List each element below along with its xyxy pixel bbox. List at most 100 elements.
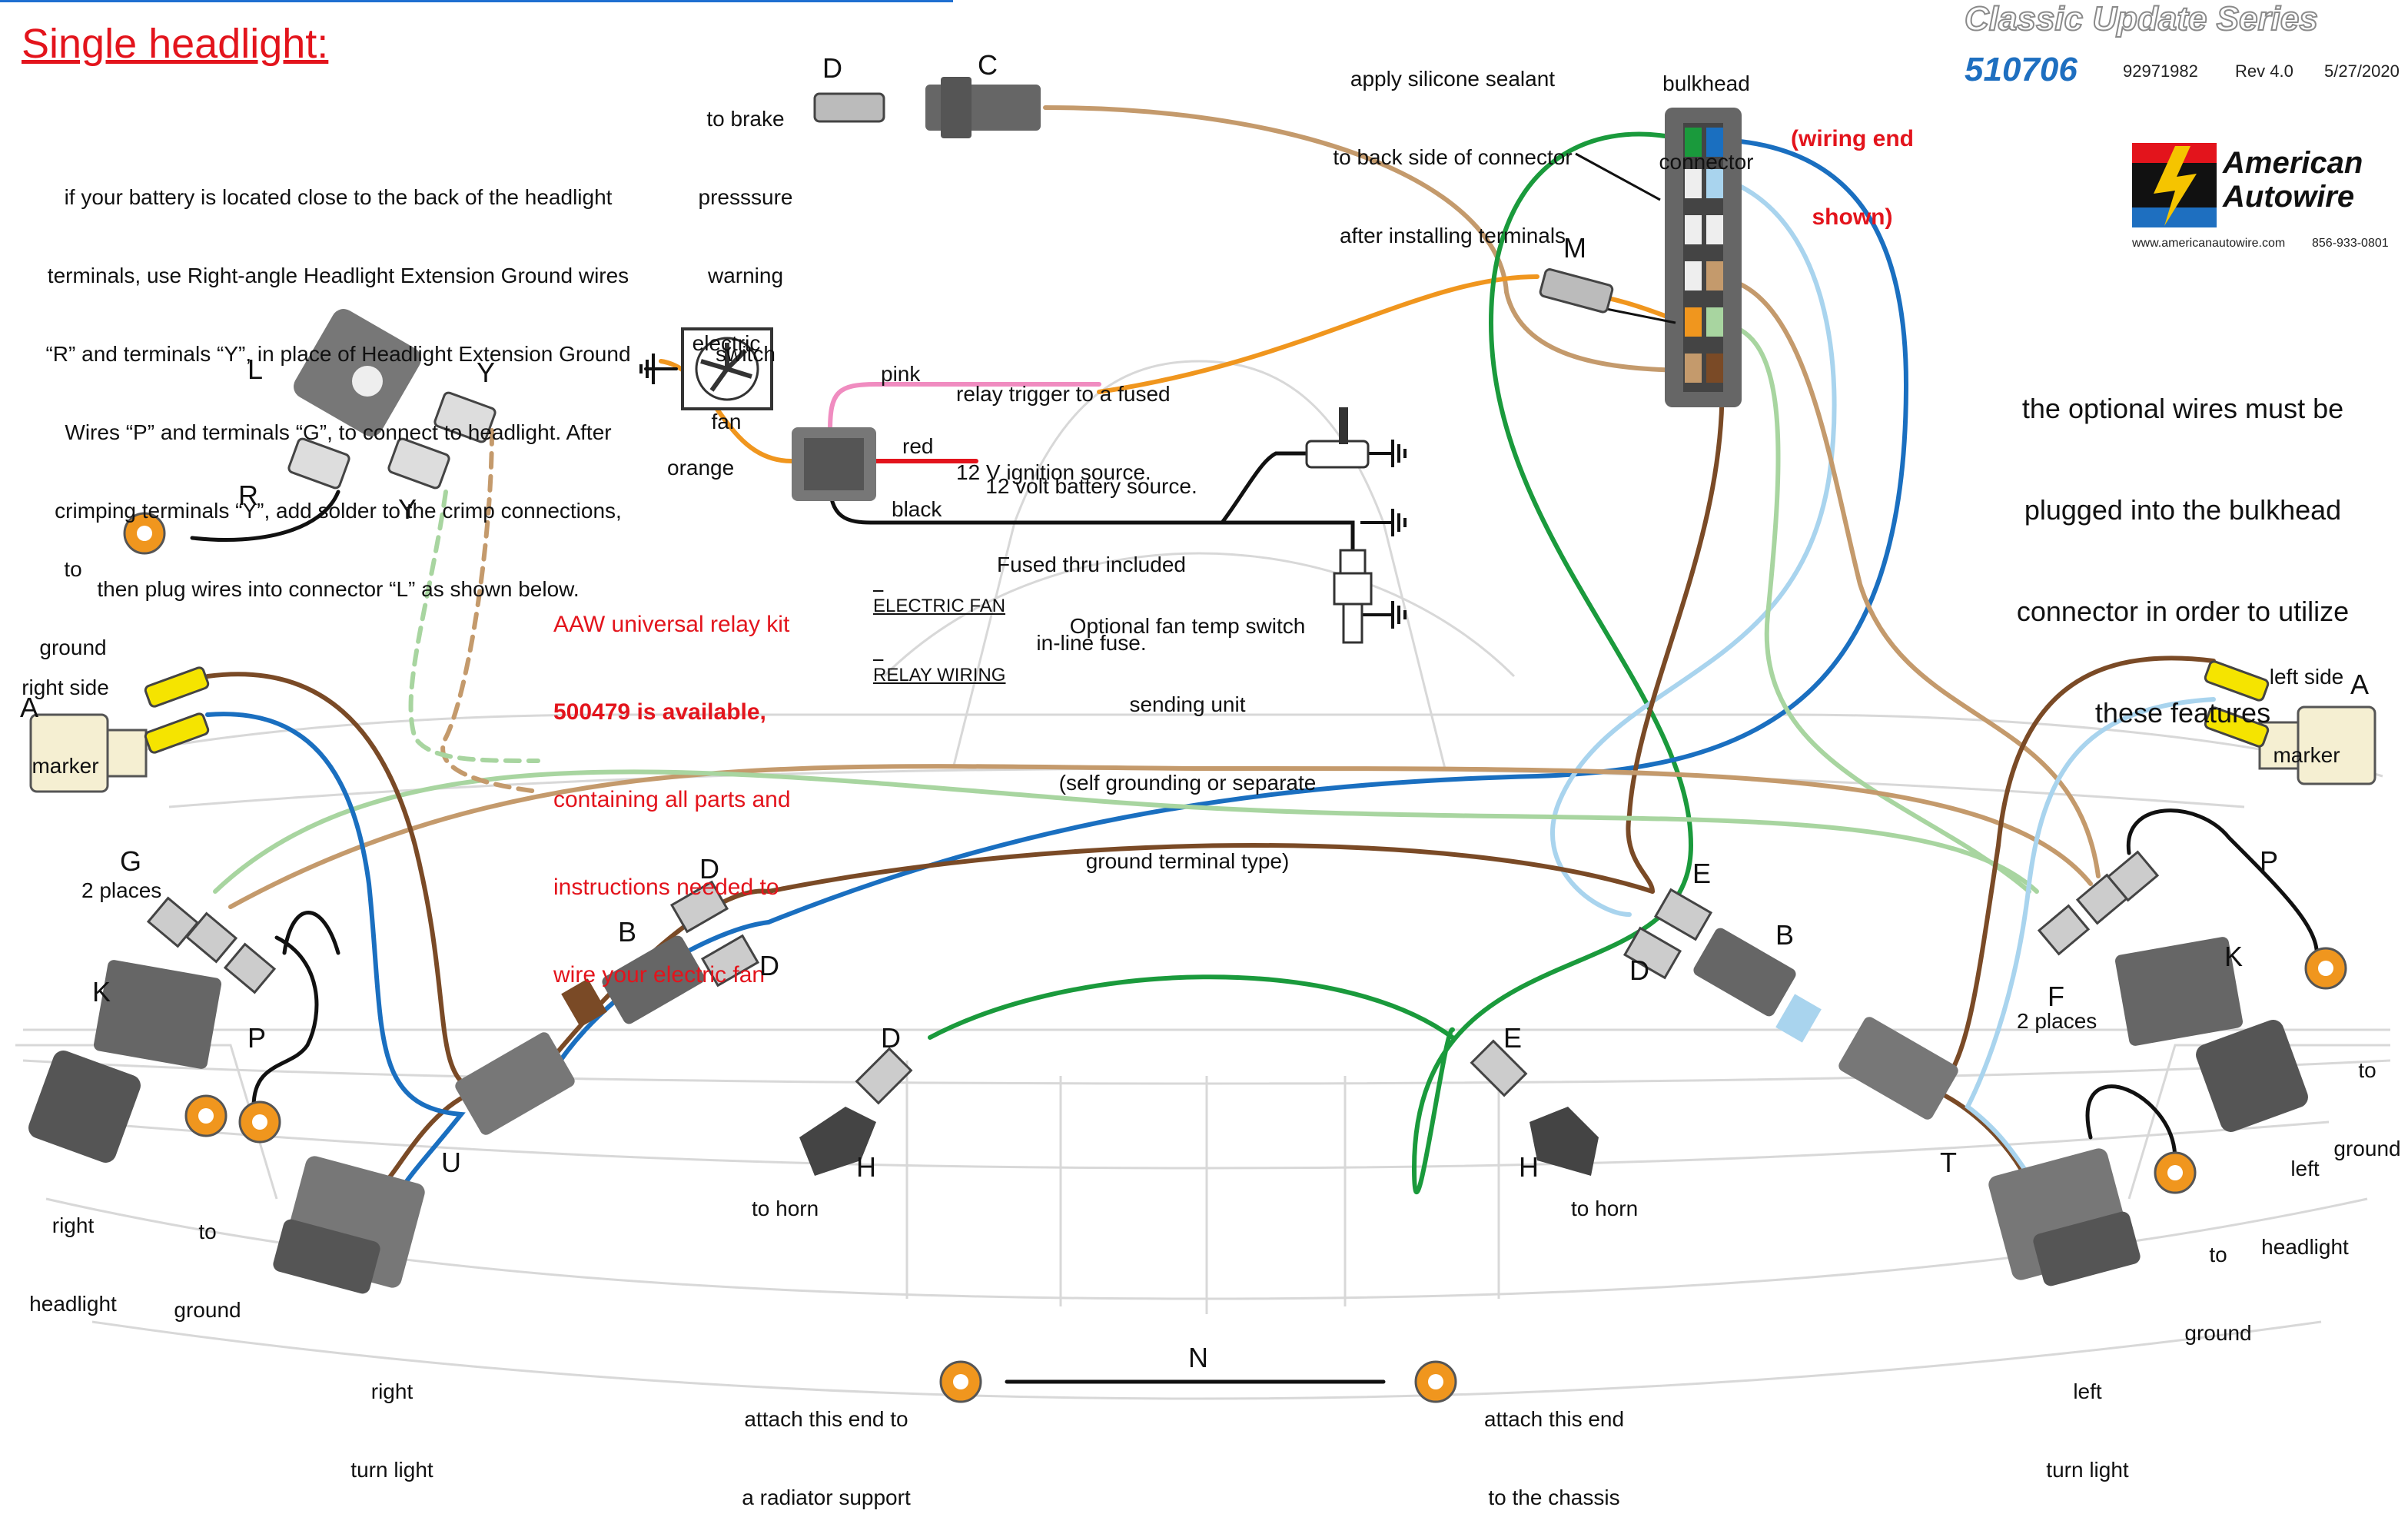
- series-name: Classic Update Series: [1964, 0, 2319, 38]
- ground-temp1: [1360, 509, 1407, 536]
- callout-p-left: P: [2260, 845, 2279, 877]
- right-headlight-group: [28, 896, 277, 1163]
- callout-g: G: [120, 845, 142, 877]
- fan-relay-wiring-label: ELECTRIC FAN RELAY WIRING: [873, 596, 1006, 686]
- connector-l: [294, 309, 421, 437]
- wire-orange-relay: [659, 359, 794, 463]
- callout-y-bottom: Y: [398, 493, 417, 525]
- two-places-label-f: 2 places: [2017, 1009, 2097, 1033]
- callout-d-1: D: [699, 853, 719, 885]
- wire-black-t-left: [2085, 1084, 2177, 1163]
- wire-lightgreen-bulkhead: [1719, 322, 2031, 894]
- wire-lightgreen-y-dash: [408, 490, 540, 763]
- right-headlight-label: right headlight: [29, 1213, 117, 1316]
- callout-d-left: D: [1629, 954, 1649, 986]
- left-side-marker: [2204, 660, 2376, 785]
- wire-black-p-left: [2126, 808, 2319, 971]
- callout-d-top: D: [822, 52, 842, 84]
- wire-tan-bulkhead: [1719, 276, 2101, 878]
- terminal-d-top: [813, 92, 885, 123]
- temp-switch-label: Optional fan temp switch sending unit (s…: [1058, 614, 1317, 873]
- wire-tan-cross: [228, 764, 2093, 909]
- wire-brown-right-marker: [205, 672, 484, 1186]
- wire-black-p-right: [251, 935, 319, 1109]
- callout-b-left: B: [1775, 919, 1795, 951]
- pink-label: pink: [881, 362, 921, 386]
- toggle-switch: [1305, 407, 1370, 469]
- bulkhead-connector: [1575, 108, 1742, 407]
- wire-green-horn-left: [928, 974, 1455, 1040]
- terminals-y-r: [287, 391, 497, 490]
- callout-l: L: [247, 354, 264, 385]
- brake-switch-label: to brake presssure warning switch: [698, 107, 793, 366]
- chassis-label: attach this end to the chassis: [1483, 1407, 1625, 1509]
- components: [28, 77, 2376, 1403]
- two-places-label-g: 2 places: [81, 878, 162, 902]
- terminal-m: [1539, 268, 1614, 314]
- wires: [190, 105, 2319, 1384]
- left-turn-light: [1988, 1148, 2141, 1286]
- temp-sending-unit: [1333, 549, 1373, 644]
- american-autowire-logo-icon: [2132, 143, 2217, 227]
- wire-blue-bulkhead: [766, 138, 1909, 925]
- wire-brown-left-marker: [1932, 656, 2216, 1186]
- wire-blue-right-marker: [205, 712, 466, 1193]
- page-title: Single headlight:: [22, 21, 329, 67]
- electric-fan-label: electric fan: [692, 331, 761, 433]
- wire-lightgreen-cross: [213, 769, 2039, 894]
- connector-t: [1693, 928, 1958, 1120]
- brand-line-1: American: [2223, 146, 2363, 180]
- ground-symbols: [639, 354, 1407, 629]
- callout-e: E: [1692, 858, 1712, 889]
- battery-note: if your battery is located close to the …: [45, 185, 631, 601]
- wire-brown-bulkhead: [1626, 368, 1725, 894]
- callout-r: R: [238, 480, 258, 511]
- callout-k-left: K: [2224, 941, 2244, 972]
- wire-lightblue-bulkhead: [1550, 176, 1837, 917]
- left-side-marker-label: left side marker: [2269, 665, 2344, 767]
- silicone-note: apply silicone sealant to back side of c…: [1333, 67, 1573, 247]
- phone: 856-933-0801: [2312, 237, 2389, 250]
- website: www.americanautowire.com: [2132, 237, 2286, 250]
- wiring-end-note: (wiring end shown): [1791, 126, 1914, 230]
- to-horn-label-left: to horn: [752, 1197, 819, 1220]
- relay-kit-note: AAW universal relay kit 500479 is availa…: [553, 612, 791, 988]
- connector-c: [925, 77, 1041, 138]
- right-side-marker: [29, 666, 210, 793]
- to-ground-label-left-p: to ground: [2333, 1058, 2401, 1160]
- left-turn-light-label: left turn light: [2046, 1379, 2129, 1482]
- connector-u: [455, 935, 705, 1135]
- date: 5/27/2020: [2324, 61, 2400, 81]
- revision: Rev 4.0: [2235, 61, 2293, 81]
- wire-black-r: [190, 490, 340, 542]
- wire-orange-fan-trigger: [1097, 274, 1539, 394]
- part-number: 510706: [1965, 51, 2078, 88]
- wire-brown-cross: [766, 843, 1655, 894]
- callout-y-top: Y: [477, 357, 496, 388]
- ground-switch: [1368, 440, 1407, 467]
- callout-n: N: [1188, 1342, 1208, 1373]
- wire-green-bulkhead: [1411, 131, 1694, 1194]
- wire-tan-brake: [1043, 105, 1686, 373]
- bulkhead-label: bulkhead connector: [1659, 71, 1754, 174]
- top-accent-line: [0, 0, 953, 2]
- wire-lightblue-left-marker: [1965, 697, 2216, 1178]
- callout-p-right: P: [247, 1022, 267, 1054]
- callout-h-right: H: [1519, 1151, 1539, 1183]
- callout-b-right: B: [618, 916, 637, 948]
- wire-pink: [828, 382, 1101, 433]
- doc-number: 92971982: [2123, 61, 2198, 81]
- callout-a-left: A: [2350, 669, 2370, 700]
- red-label: red: [902, 434, 934, 458]
- ground-temp2: [1360, 601, 1407, 629]
- callout-k-right: K: [92, 976, 111, 1008]
- optional-note: the optional wires must be plugged into …: [2016, 393, 2350, 729]
- battery-source-label: 12 volt battery source. Fused thru inclu…: [985, 474, 1197, 655]
- callout-t: T: [1940, 1147, 1957, 1178]
- electric-fan: [681, 327, 773, 410]
- wiring-diagram: [15, 77, 2391, 1403]
- wire-black-p-right2: [282, 911, 340, 955]
- brand-line-2: Autowire: [2223, 180, 2355, 214]
- callout-m: M: [1563, 232, 1586, 264]
- relay-trigger-label: relay trigger to a fused 12 V ignition s…: [956, 382, 1171, 484]
